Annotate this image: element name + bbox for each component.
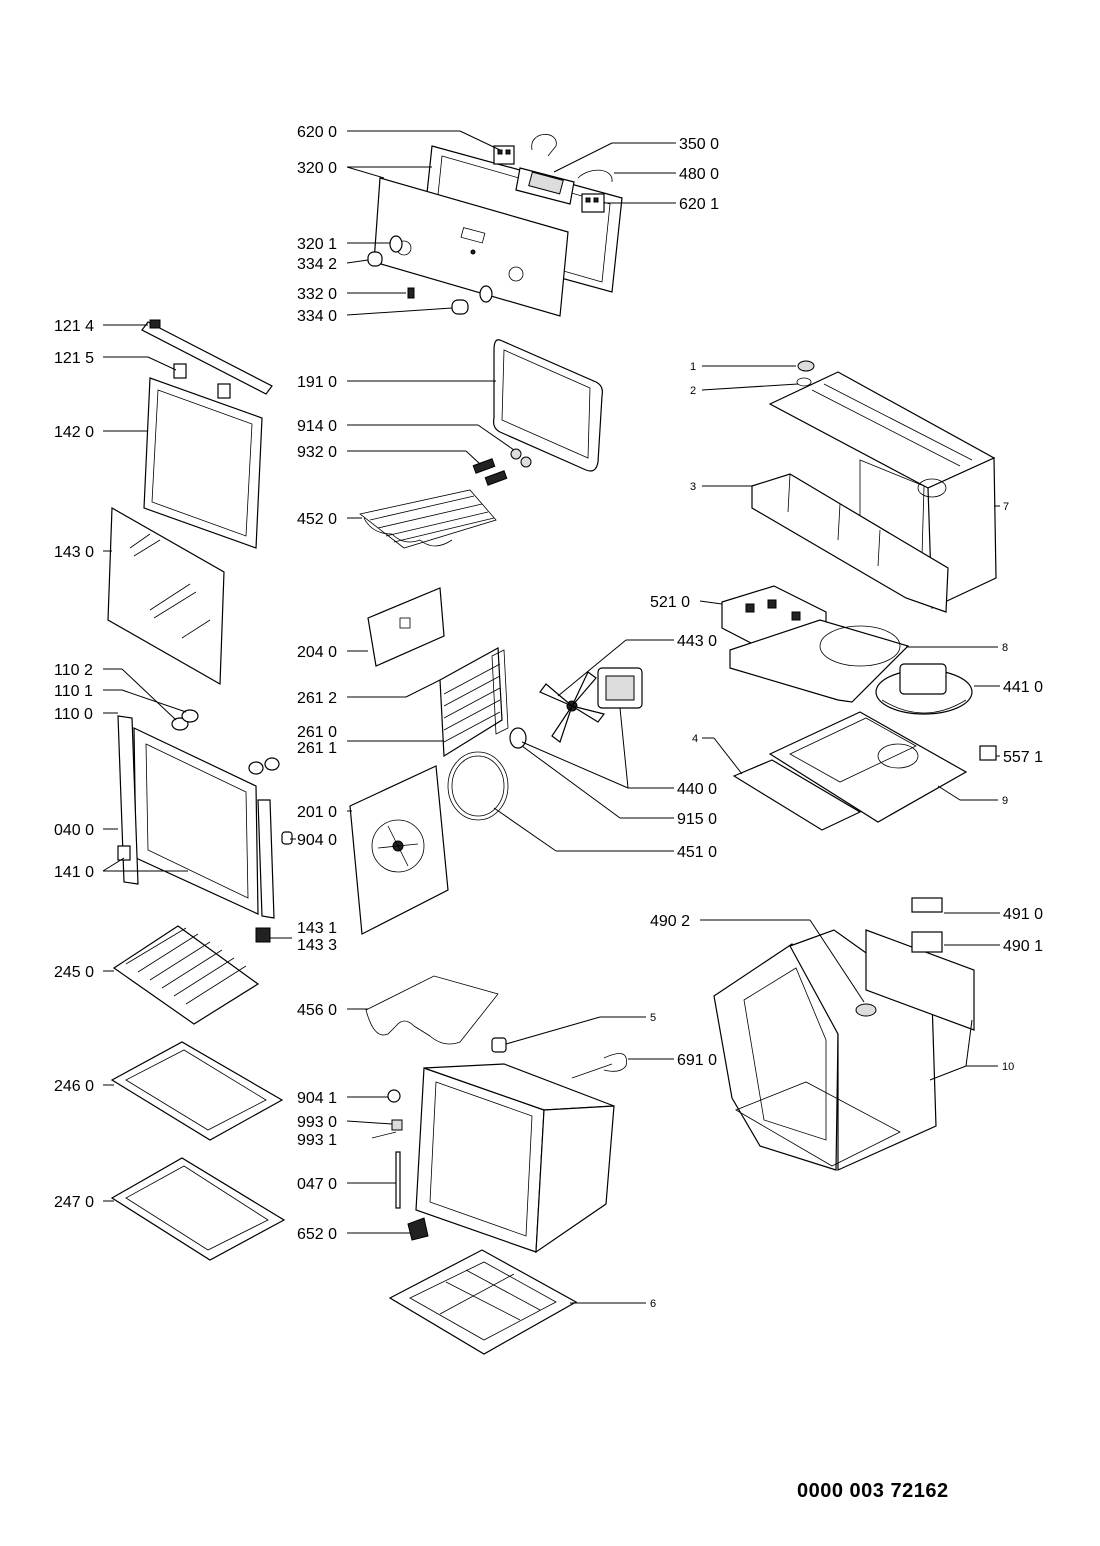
part-ring-element xyxy=(447,751,509,821)
part-5571 xyxy=(979,745,997,761)
callout-9: 9 xyxy=(1002,795,1008,807)
callout-5: 5 xyxy=(650,1012,656,1024)
part-back-panel xyxy=(367,587,445,667)
callout-1431: 143 1 xyxy=(297,920,337,937)
part-display-module xyxy=(515,167,575,205)
callout-4400: 440 0 xyxy=(677,781,717,798)
callout-labels: 620 0 320 0 350 0 480 0 620 1 320 1 334 … xyxy=(54,124,1043,1310)
callout-1433: 143 3 xyxy=(297,937,337,954)
callout-2610: 261 0 xyxy=(297,724,337,741)
callout-9150: 915 0 xyxy=(677,811,717,828)
part-knobs xyxy=(367,235,493,315)
part-switch-6200 xyxy=(493,145,515,165)
callout-4410: 441 0 xyxy=(1003,679,1043,696)
leader-lines xyxy=(102,130,1000,1304)
callout-1: 1 xyxy=(690,361,696,373)
callout-6200: 620 0 xyxy=(297,124,337,141)
callout-4520: 452 0 xyxy=(297,511,337,528)
part-inner-door xyxy=(117,709,293,943)
document-number: 0000 003 72162 xyxy=(797,1480,949,1502)
callout-2010: 201 0 xyxy=(297,804,337,821)
callout-1420: 142 0 xyxy=(54,424,94,441)
part-wire-4800 xyxy=(577,169,613,183)
callout-1215: 121 5 xyxy=(54,350,94,367)
callout-4800: 480 0 xyxy=(679,166,719,183)
callout-3320: 332 0 xyxy=(297,286,337,303)
callout-7: 7 xyxy=(1003,501,1009,513)
part-cooling-fan xyxy=(875,663,973,715)
callout-3201: 320 1 xyxy=(297,236,337,253)
part-lamp-holder xyxy=(571,1053,627,1079)
callout-6910: 691 0 xyxy=(677,1052,717,1069)
callout-4510: 451 0 xyxy=(677,844,717,861)
callout-6520: 652 0 xyxy=(297,1226,337,1243)
callout-5210: 521 0 xyxy=(650,594,690,611)
part-switch-6201 xyxy=(581,193,605,213)
callout-9320: 932 0 xyxy=(297,444,337,461)
callout-1214: 121 4 xyxy=(54,318,94,335)
callout-4910: 491 0 xyxy=(1003,906,1043,923)
callout-5571: 557 1 xyxy=(1003,749,1043,766)
part-fan-cover xyxy=(349,765,449,935)
part-wire-top xyxy=(531,134,557,157)
callout-1910: 191 0 xyxy=(297,374,337,391)
part-9140 xyxy=(510,448,522,460)
callout-6: 6 xyxy=(650,1298,656,1310)
part-side-rails xyxy=(439,647,509,758)
part-deep-tray xyxy=(110,1041,284,1141)
part-bottom-plate xyxy=(388,1249,578,1355)
part-oven-cavity xyxy=(415,1063,615,1254)
callout-3500: 350 0 xyxy=(679,136,719,153)
callout-4560: 456 0 xyxy=(297,1002,337,1019)
part-inner-glass xyxy=(107,506,225,686)
part-lamp xyxy=(491,1037,507,1053)
callout-3340: 334 0 xyxy=(297,308,337,325)
callout-1100: 110 0 xyxy=(54,706,93,723)
part-outer-glass xyxy=(143,377,263,549)
part-fan-assembly xyxy=(509,667,643,749)
part-flat-tray xyxy=(110,1157,286,1261)
callout-2612: 261 2 xyxy=(297,690,337,707)
callout-4901: 490 1 xyxy=(1003,938,1043,955)
parts-drawing xyxy=(107,134,997,1355)
callout-3342: 334 2 xyxy=(297,256,337,273)
part-lower-element xyxy=(365,975,499,1045)
callout-4430: 443 0 xyxy=(677,633,717,650)
callout-0470: 047 0 xyxy=(297,1176,337,1193)
callout-6201: 620 1 xyxy=(679,196,719,213)
callout-9930: 993 0 xyxy=(297,1114,337,1131)
part-outer-cabinet xyxy=(713,897,975,1171)
part-door-gasket xyxy=(493,339,603,472)
callout-4902: 490 2 xyxy=(650,913,690,930)
callout-9931: 993 1 xyxy=(297,1132,337,1149)
callout-9040: 904 0 xyxy=(297,832,337,849)
callout-10: 10 xyxy=(1002,1061,1014,1073)
callout-3: 3 xyxy=(690,481,696,493)
callout-9041: 904 1 xyxy=(297,1090,337,1107)
callout-1102: 110 2 xyxy=(54,662,93,679)
callout-1430: 143 0 xyxy=(54,544,94,561)
part-rear-bracket xyxy=(751,473,949,613)
callout-8: 8 xyxy=(1002,642,1008,654)
callout-1410: 141 0 xyxy=(54,864,94,881)
callout-2460: 246 0 xyxy=(54,1078,94,1095)
callout-2: 2 xyxy=(690,385,696,397)
part-base-plate xyxy=(732,711,968,831)
part-springs xyxy=(472,458,508,486)
callout-2040: 204 0 xyxy=(297,644,337,661)
callout-9140: 914 0 xyxy=(297,418,337,435)
part-door-handle xyxy=(141,319,273,399)
callout-2450: 245 0 xyxy=(54,964,94,981)
callout-2611: 261 1 xyxy=(297,740,337,757)
callout-4: 4 xyxy=(692,733,698,745)
callout-3200: 320 0 xyxy=(297,160,337,177)
part-grill-element xyxy=(359,489,497,549)
part-9041 xyxy=(387,1089,401,1103)
callout-2470: 247 0 xyxy=(54,1194,94,1211)
part-wire-shelf xyxy=(112,925,260,1025)
part-fan-plate xyxy=(729,619,910,703)
callout-1101: 110 1 xyxy=(54,683,93,700)
callout-0400: 040 0 xyxy=(54,822,94,839)
